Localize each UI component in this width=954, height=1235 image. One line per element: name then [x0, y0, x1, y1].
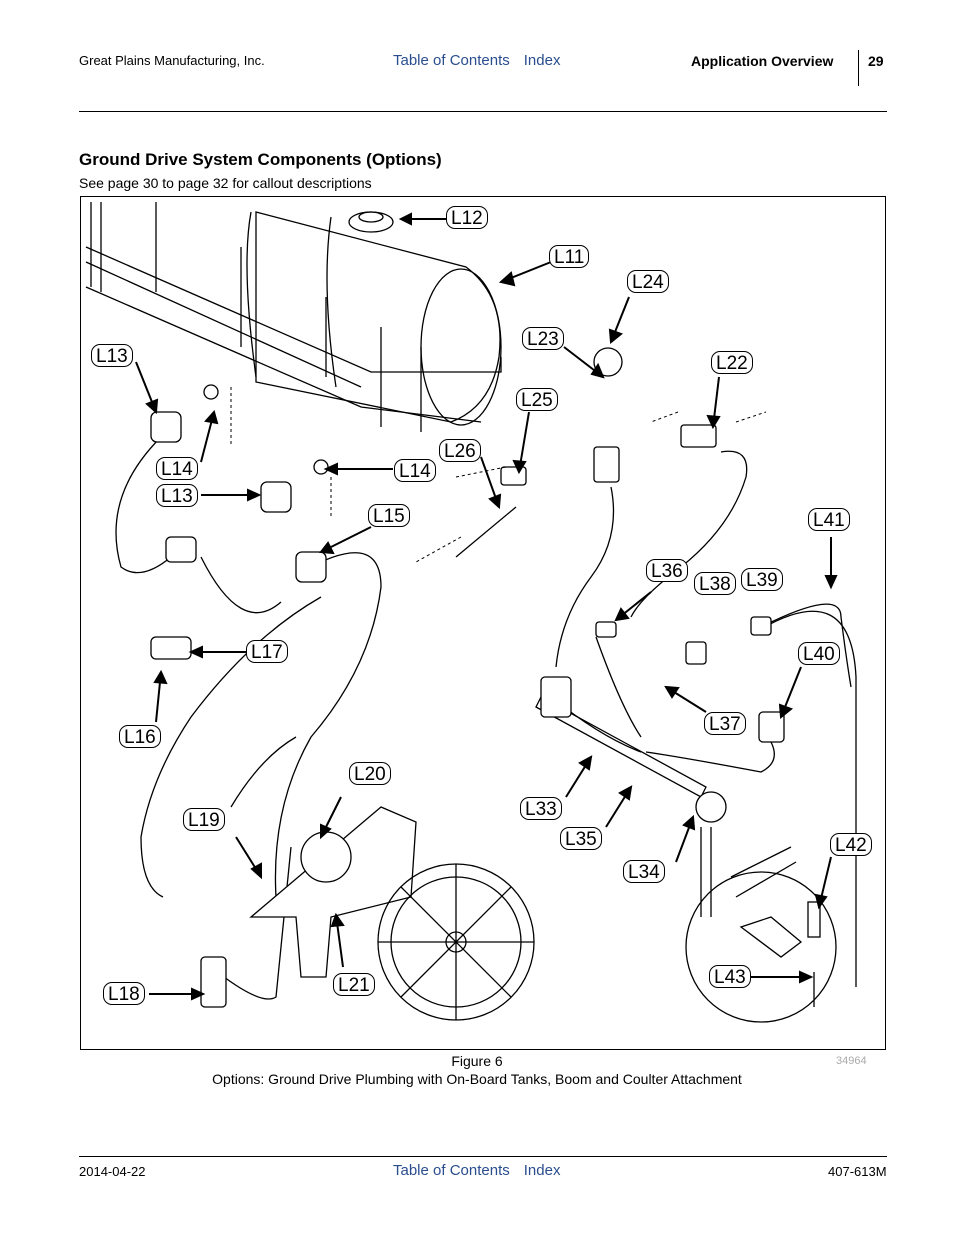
callout-l23: L23 — [522, 327, 564, 350]
callout-l34: L34 — [623, 860, 665, 883]
figure-illustration: L12 L11 L24 L23 L22 L25 L13 L14 L13 L14 … — [80, 196, 886, 1050]
callout-l13-lower: L13 — [156, 484, 198, 507]
callout-l21: L21 — [333, 973, 375, 996]
header-section-title: Application Overview — [691, 53, 834, 69]
callout-l16: L16 — [119, 725, 161, 748]
callout-l37: L37 — [704, 712, 746, 735]
callout-l42: L42 — [830, 833, 872, 856]
callout-l14-right: L14 — [394, 459, 436, 482]
section-subtitle: See page 30 to page 32 for callout descr… — [79, 175, 372, 191]
header-toc-link[interactable]: Table of Contents — [393, 52, 510, 69]
callout-l41: L41 — [808, 508, 850, 531]
header-rule — [79, 111, 887, 112]
footer-rule — [79, 1156, 887, 1157]
footer-nav: Table of Contents Index — [393, 1162, 574, 1179]
footer-index-link[interactable]: Index — [523, 1162, 561, 1179]
header-company: Great Plains Manufacturing, Inc. — [79, 53, 265, 68]
footer-date: 2014-04-22 — [79, 1164, 146, 1179]
callout-l17: L17 — [246, 640, 288, 663]
figure-id: 34964 — [836, 1055, 867, 1067]
callout-l38: L38 — [694, 572, 736, 595]
callout-l24: L24 — [627, 270, 669, 293]
callout-l18: L18 — [103, 982, 145, 1005]
figure-caption: Options: Ground Drive Plumbing with On-B… — [212, 1071, 742, 1087]
page-number: 29 — [868, 53, 884, 69]
section-title: Ground Drive System Components (Options) — [79, 150, 442, 169]
callout-l19: L19 — [183, 808, 225, 831]
callout-l22: L22 — [711, 351, 753, 374]
callout-l43: L43 — [709, 965, 751, 988]
callout-l39: L39 — [741, 568, 783, 591]
callout-l40: L40 — [798, 642, 840, 665]
callout-l25: L25 — [516, 388, 558, 411]
callout-l15: L15 — [368, 504, 410, 527]
header-index-link[interactable]: Index — [523, 52, 561, 69]
callout-l20: L20 — [349, 762, 391, 785]
callout-l36: L36 — [646, 559, 688, 582]
callout-l33: L33 — [520, 797, 562, 820]
callout-l11: L11 — [549, 245, 590, 268]
callout-l13-upper: L13 — [91, 344, 133, 367]
figure-number: Figure 6 — [451, 1053, 503, 1069]
callout-l14-left: L14 — [156, 457, 198, 480]
header-divider — [858, 50, 859, 86]
callout-l26: L26 — [439, 439, 481, 462]
callout-l35: L35 — [560, 827, 602, 850]
header-nav: Table of Contents Index — [393, 52, 574, 69]
footer-doc-number: 407-613M — [828, 1164, 887, 1179]
plumbing-drawing — [85, 202, 857, 1023]
footer-toc-link[interactable]: Table of Contents — [393, 1162, 510, 1179]
callout-l12: L12 — [446, 206, 488, 229]
